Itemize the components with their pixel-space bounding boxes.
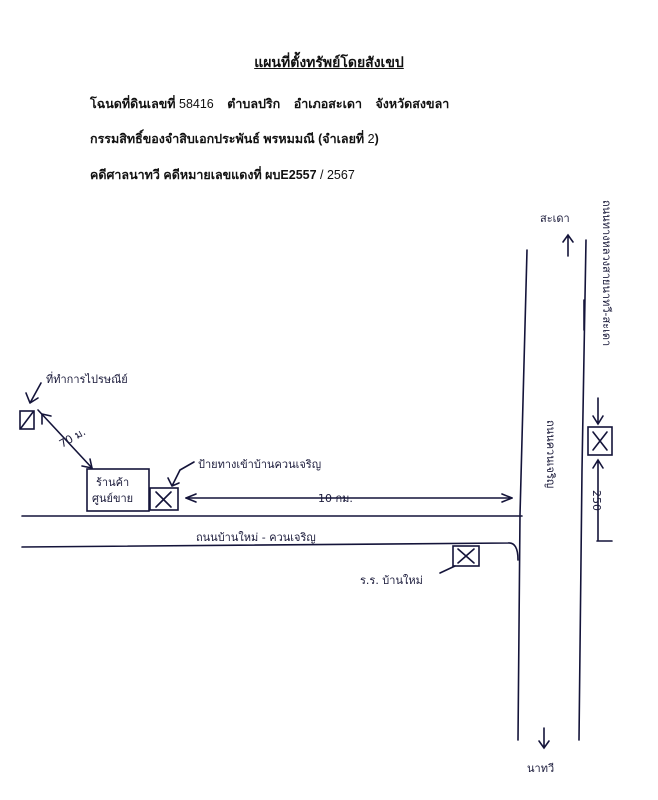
diag-line	[37, 409, 93, 469]
deed-label: โฉนดที่ดินเลขที่	[90, 97, 176, 111]
south-arrow	[538, 727, 550, 750]
province: จังหวัดสงขลา	[375, 97, 450, 111]
case-text: คดีศาลนาทวี คดีหมายเลขแดงที่ ผบE2557	[90, 168, 317, 182]
subdistrict: ตำบลปริก	[227, 97, 281, 111]
owner-text: กรรมสิทธิ์ของจำสิบเอกประพันธ์ พรหมมณี (จ…	[90, 132, 365, 146]
side-road-bottom-edge	[21, 542, 519, 561]
bottom-direction-label: นาทวี	[527, 762, 554, 775]
highway-right-edge	[578, 239, 587, 741]
highway-property-box	[587, 426, 613, 456]
deed-number: 58416	[179, 97, 214, 111]
landmark-box	[19, 410, 35, 430]
deed-info-line: โฉนดที่ดินเลขที่ 58416 ตำบลปริก อำเภอสะเ…	[90, 94, 449, 114]
case-slash: /	[316, 168, 327, 182]
case-line: คดีศาลนาทวี คดีหมายเลขแดงที่ ผบE2557 / 2…	[90, 165, 355, 185]
owner-line: กรรมสิทธิ์ของจำสิบเอกประพันธ์ พรหมมณี (จ…	[90, 129, 379, 149]
top-direction-label: สะเดา	[540, 212, 570, 225]
owner-close: )	[374, 132, 379, 146]
property-box	[149, 487, 179, 511]
side-road-label: ถนนบ้านใหม่ - ควนเจริญ	[196, 531, 316, 544]
side-road-vertical-label: ถนนควนเจริญ	[544, 420, 557, 488]
highway-distance-label: 250	[590, 490, 603, 511]
document-title: แผนที่ตั้งทรัพย์โดยสังเขป	[254, 54, 404, 70]
defendant-number: 2	[367, 132, 375, 146]
school-box	[452, 545, 480, 567]
north-arrow	[562, 233, 574, 257]
store-label: ร้านค้า	[96, 476, 129, 489]
district: อำเภอสะเดา	[293, 97, 362, 111]
store-label-2: ศูนย์ขาย	[92, 492, 133, 505]
highway-label: ถนนทางหลวงสายนาทวี-สะเดา	[600, 200, 613, 346]
landmark-label: ที่ทำการไปรษณีย์	[46, 371, 128, 386]
case-year: 2567	[326, 168, 355, 182]
road-distance-label: 10 กม.	[318, 492, 353, 505]
highway-left-edge	[517, 249, 528, 741]
property-note: ป้ายทางเข้าบ้านควนเจริญ	[198, 458, 321, 471]
store-box	[86, 468, 150, 512]
school-label: ร.ร. บ้านใหม่	[360, 574, 423, 587]
